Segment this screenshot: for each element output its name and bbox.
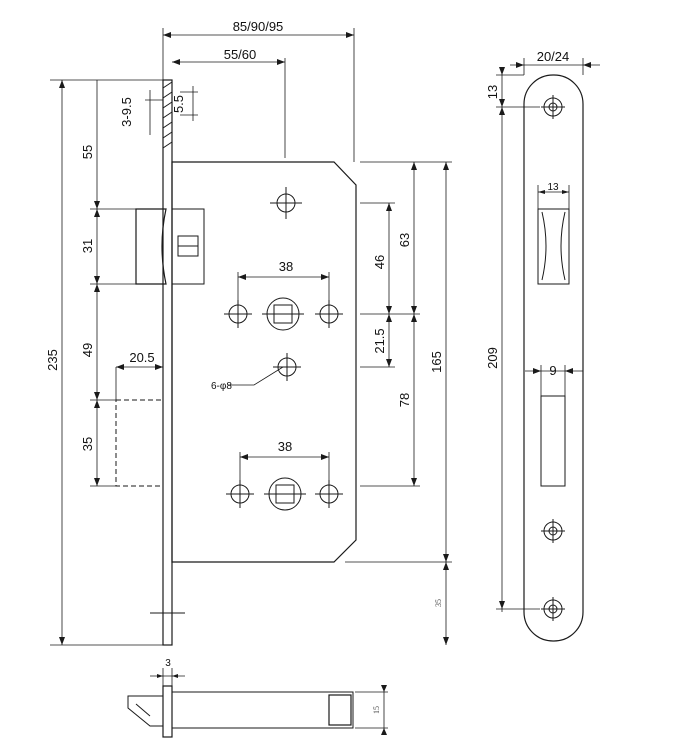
latch-bolt: [135, 208, 167, 285]
faceplate-screw-bottom: [541, 597, 565, 621]
latch-from-top-label: 55: [80, 145, 95, 159]
bolt-slot: [540, 395, 566, 487]
lock-case-outline: [171, 161, 357, 563]
front-view-dimensions: 85/90/95 55/60 3-9.5 5.5 235 55: [45, 19, 452, 646]
cylinder-follower: [264, 477, 306, 511]
spindle-hole-left: [224, 300, 252, 328]
faceplate-width-label: 20/24: [537, 49, 570, 64]
hole-spec-label: 6-φ8: [211, 381, 232, 392]
top-mounting-hole: [270, 187, 302, 219]
spindle-offset-label: 21.5: [372, 328, 387, 353]
faceplate-hatch: [162, 81, 173, 149]
spindle-spacing-bottom-label: 38: [278, 439, 292, 454]
height-total-label: 235: [45, 349, 60, 371]
lock-bottom-view: 3 15: [127, 658, 388, 738]
faceplate-side-view: [523, 74, 584, 642]
bottom-case: [171, 691, 354, 729]
faceplate-screw-middle: [541, 519, 565, 543]
lock-body-front-view: [115, 79, 357, 646]
backset-label: 55/60: [224, 47, 257, 62]
hole-spec-leader: [228, 366, 284, 386]
faceplate-strip: [162, 79, 173, 646]
latch-slot-width-label: 13: [547, 182, 559, 193]
cylinder-hole-right: [315, 480, 343, 508]
bottom-end-block: [328, 694, 352, 726]
top-hole-to-spindle-label: 46: [372, 255, 387, 269]
case-height-label: 165: [429, 351, 444, 373]
deadbolt-hidden: [115, 399, 164, 487]
faceplate-length-label: 209: [485, 347, 500, 369]
deadbolt-projection-label: 20.5: [129, 350, 154, 365]
backset-total-label: 85/90/95: [233, 19, 284, 34]
bottom-latch: [127, 695, 163, 727]
bottom-latch-thickness-label: 3: [165, 658, 171, 669]
faceplate-outline: [523, 74, 584, 642]
faceplate-top-margin-label: 13: [485, 85, 500, 99]
spindle-hole-right: [315, 300, 343, 328]
deadbolt-height-label: 35: [80, 437, 95, 451]
side-view-dimensions: 20/24 13 209 13 9: [485, 49, 600, 612]
spindle-spacing-top-label: 38: [279, 259, 293, 274]
middle-hole: [273, 353, 301, 381]
bottom-faceplate: [162, 685, 173, 738]
small-35-label: 35: [434, 599, 443, 607]
latch-slot: [537, 208, 570, 285]
latch-to-deadbolt-label: 49: [80, 343, 95, 357]
spindle-follower: [262, 297, 304, 331]
faceplate-thickness-label: 3-9.5: [119, 97, 134, 127]
faceplate-screw-top: [541, 95, 565, 119]
bottom-latch-height-label: 15: [372, 706, 381, 714]
latch-height-label: 31: [80, 239, 95, 253]
spindle-to-cylinder-label: 78: [397, 393, 412, 407]
case-top-to-spindle-label: 63: [397, 233, 412, 247]
cylinder-hole-left: [226, 480, 254, 508]
bolt-slot-width-label: 9: [549, 363, 556, 378]
faceplate-offset-label: 5.5: [171, 95, 186, 113]
latch-housing: [171, 208, 205, 285]
